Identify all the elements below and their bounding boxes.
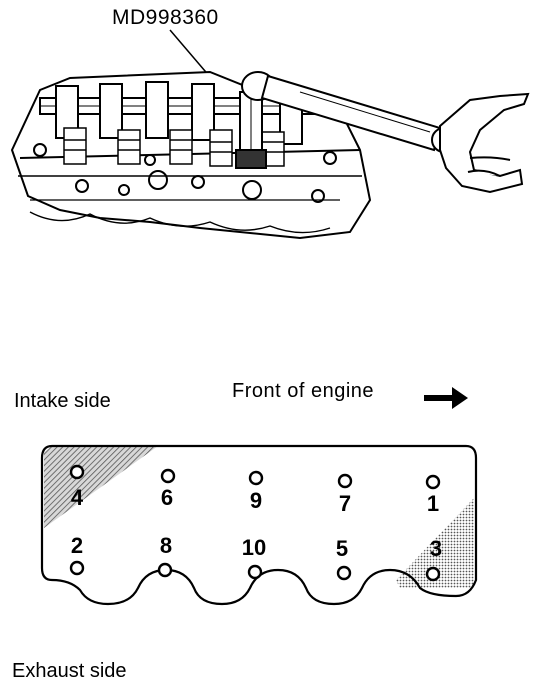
- hand: [439, 92, 530, 194]
- bolt-number-5: 5: [336, 536, 348, 561]
- bolt-number-2: 2: [71, 533, 83, 558]
- bolt-hole-2: [69, 560, 85, 576]
- exhaust-side-label: Exhaust side: [12, 660, 127, 682]
- intake-side-label: Intake side: [14, 390, 111, 412]
- arrow-right-icon: [424, 387, 468, 409]
- bolt-number-6: 6: [161, 485, 173, 510]
- bolt-number-9: 9: [250, 488, 262, 513]
- socket-extension: [235, 91, 267, 169]
- bolt-hole-10: [247, 564, 263, 580]
- bolt-hole-1: [425, 474, 441, 490]
- bolt-number-8: 8: [160, 533, 172, 558]
- front-of-engine-label: Front of engine: [232, 380, 375, 402]
- bolt-number-10: 10: [242, 535, 266, 560]
- cylinder-head: [10, 70, 372, 240]
- bolt-hole-4: [69, 464, 85, 480]
- bolt-hole-5: [336, 565, 352, 581]
- bolt-hole-6: [160, 468, 176, 484]
- bolt-number-4: 4: [71, 485, 84, 510]
- bolt-hole-8: [157, 562, 173, 578]
- tightening-sequence-diagram: [40, 444, 478, 606]
- bolt-hole-3: [425, 566, 441, 582]
- bolt-hole-7: [337, 473, 353, 489]
- bolt-number-7: 7: [339, 491, 351, 516]
- bolt-number-1: 1: [427, 491, 439, 516]
- bolt-number-3: 3: [430, 536, 442, 561]
- bolt-hole-9: [248, 470, 264, 486]
- tool-label: MD998360: [112, 6, 219, 29]
